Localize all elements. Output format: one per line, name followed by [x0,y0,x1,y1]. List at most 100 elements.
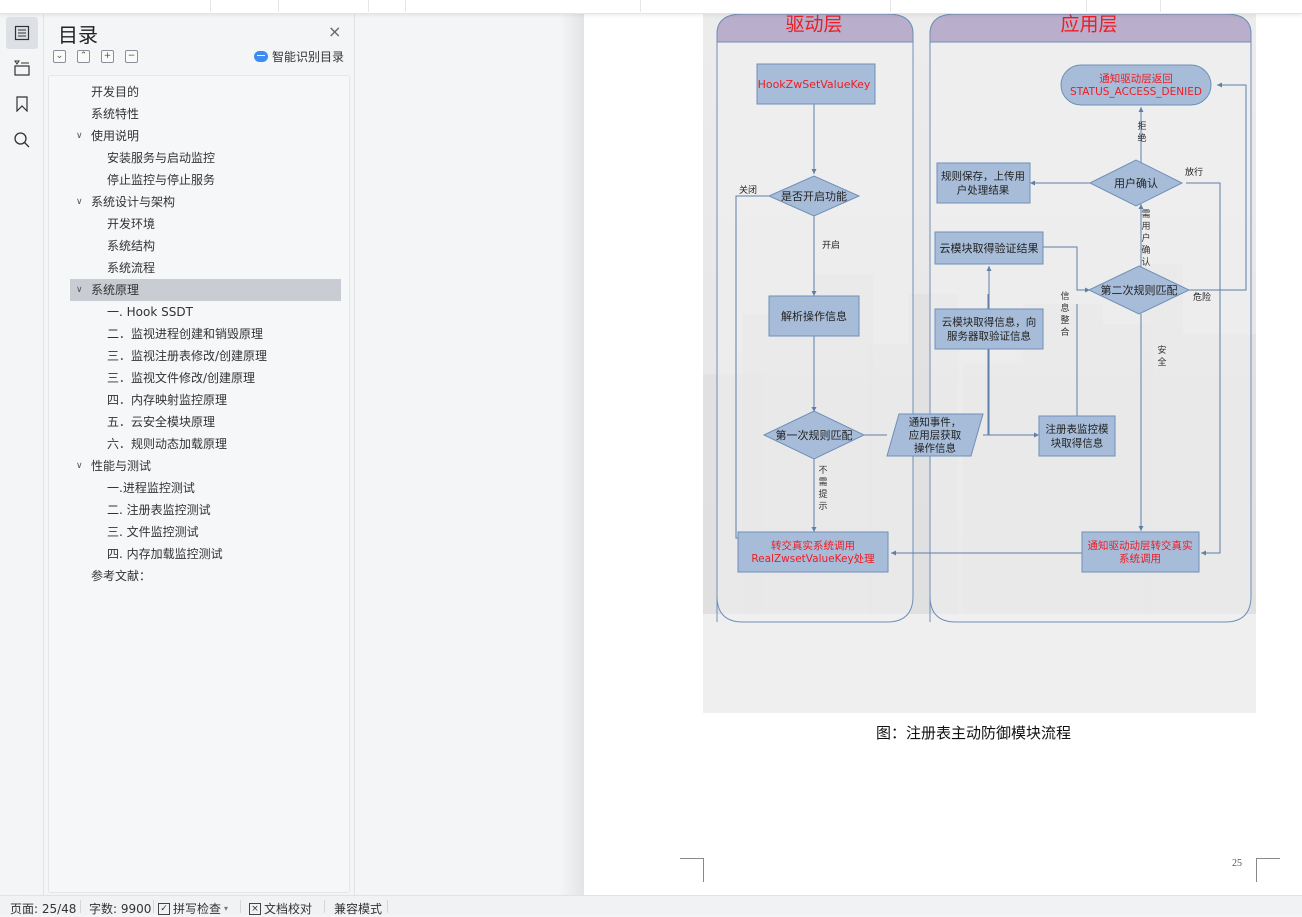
toolbar-divider [368,0,369,12]
sidebar-icon-bar [0,14,44,895]
smart-toc-icon [254,51,268,62]
arrow-head [1030,180,1035,186]
bookmark-button[interactable] [6,88,38,120]
arrow-head [811,407,817,412]
edge [1188,84,1247,291]
edge-label-closed: 关闭 [739,184,757,196]
edge-label-allow: 放行 [1185,166,1203,178]
doc-proof-button[interactable]: × 文档校对 [249,900,312,917]
dropdown-arrow-icon: ▾ [224,904,229,913]
hook-label: HookZwSetValueKey [758,78,871,91]
cloud-info-label: 云模块取得信息，向 [942,316,1037,329]
toc-item-label: 二．监视进程创建和销毁原理 [107,327,264,341]
edge-label-no-prompt: 示 [818,502,827,512]
page-corner-mark [680,858,704,882]
toolbar-divider [890,0,891,12]
arrow-head [811,291,817,296]
parse-node [768,295,860,337]
lane-header-app [929,14,1252,43]
edge-label-info-merge: 息 [1060,302,1069,314]
notify-denied-label: 通知驱动层返回 [1099,72,1173,85]
top-toolbar-strip [0,0,1302,14]
edge-label-info-merge: 合 [1060,326,1069,338]
toc-button[interactable] [6,17,38,49]
edge-label-no-prompt: 不 [818,465,827,476]
navigation-icon [14,60,30,76]
edge-label-reject: 拒 [1137,120,1146,132]
arrow-head [811,527,817,532]
spell-check-button[interactable]: ✓ 拼写检查 ▾ [158,900,228,917]
notify-forward-label: 通知驱动动层转交真实 [1088,539,1193,552]
edge-label-safe: 安 [1157,344,1166,356]
toc-item-label: 安装服务与启动监控 [107,151,216,165]
reg-monitor-label: 注册表监控模 [1046,423,1109,436]
edge-label-info-merge: 信 [1060,290,1069,302]
first-match-node [762,410,866,460]
notify-denied-label: STATUS_ACCESS_DENIED [1070,86,1202,98]
chevron-down-icon[interactable]: ∨ [76,285,83,295]
arrow-head [1201,550,1206,556]
second-match-node [1087,265,1191,315]
toc-item[interactable]: ∨系统原理 [70,279,341,301]
page-shadow [560,14,584,895]
page-corner-mark [1256,858,1280,882]
close-icon[interactable]: × [328,22,342,41]
save-rule-node [936,162,1031,204]
page-indicator[interactable]: 页面: 25/48 [10,902,77,916]
search-button[interactable] [6,124,38,156]
reg-monitor-label: 块取得信息 [1051,437,1104,450]
spell-check-label: 拼写检查 [173,902,222,916]
toc-panel: 目录 × ⌄ ⌃ + − 智能识别目录 开发目的系统特性∨使用说明安装服务与启动… [44,14,355,895]
enabled-check-node [767,175,861,217]
notify-event-label: 操作信息 [914,442,956,455]
edge [1186,182,1221,554]
navigation-button[interactable] [6,52,38,84]
compat-mode-label: 兼容模式 [334,902,383,916]
edge-label-need-confirm: 确 [1141,244,1150,256]
arrow-head [1217,82,1222,88]
toc-item-label: 六．规则动态加载原理 [107,437,228,451]
toc-item-label: 系统特性 [91,107,140,121]
toc-item-label: 系统设计与架构 [91,195,176,209]
toc-item-label: 一.进程监控测试 [107,481,195,495]
lane-header-driver [716,14,914,43]
first-match-label: 第一次规则匹配 [776,428,853,442]
edge-label-safe: 全 [1157,356,1166,368]
word-count[interactable]: 字数: 9900 [89,902,152,916]
cloud-info-node [934,308,1044,350]
status-divider [387,900,388,913]
toolbar-divider [210,0,211,12]
toolbar-divider [405,0,406,12]
workspace-background [356,14,584,895]
toc-item-label: 开发目的 [91,85,140,99]
arrow-head [986,266,992,271]
chevron-down-icon[interactable]: ∨ [76,131,83,141]
toc-item-label: 参考文献： [91,569,152,583]
smart-toc-button[interactable]: 智能识别目录 [254,48,344,65]
notify-event-node [886,413,984,457]
add-heading-button[interactable]: + [101,50,114,63]
forward-real-node [737,531,889,573]
arrow-head [1138,526,1144,531]
cloud-result-label: 云模块取得验证结果 [940,241,1039,255]
arrow-head [1138,107,1144,112]
chevron-down-icon[interactable]: ∨ [76,197,83,207]
hook-node [756,63,876,105]
chevron-down-icon[interactable]: ∨ [76,461,83,471]
expand-up-button[interactable]: ⌃ [77,50,90,63]
toc-item-label: 三. 文件监控测试 [107,525,199,539]
toc-item-label: 二. 注册表监控测试 [107,503,211,517]
search-icon [14,132,30,148]
notify-denied-node [1060,64,1212,106]
figure-footer-band [703,614,1256,713]
toc-item-label: 四. 内存加载监控测试 [107,547,223,561]
user-confirm-label: 用户确认 [1114,176,1158,190]
status-divider [80,900,81,913]
toc-item-label: 五．云安全模块原理 [107,415,216,429]
remove-heading-button[interactable]: − [125,50,138,63]
collapse-all-button[interactable]: ⌄ [53,50,66,63]
cloud-result-node [934,231,1044,265]
status-divider [324,900,325,913]
toc-item-label: 使用说明 [91,129,140,143]
notify-forward-label: 系统调用 [1119,552,1161,565]
